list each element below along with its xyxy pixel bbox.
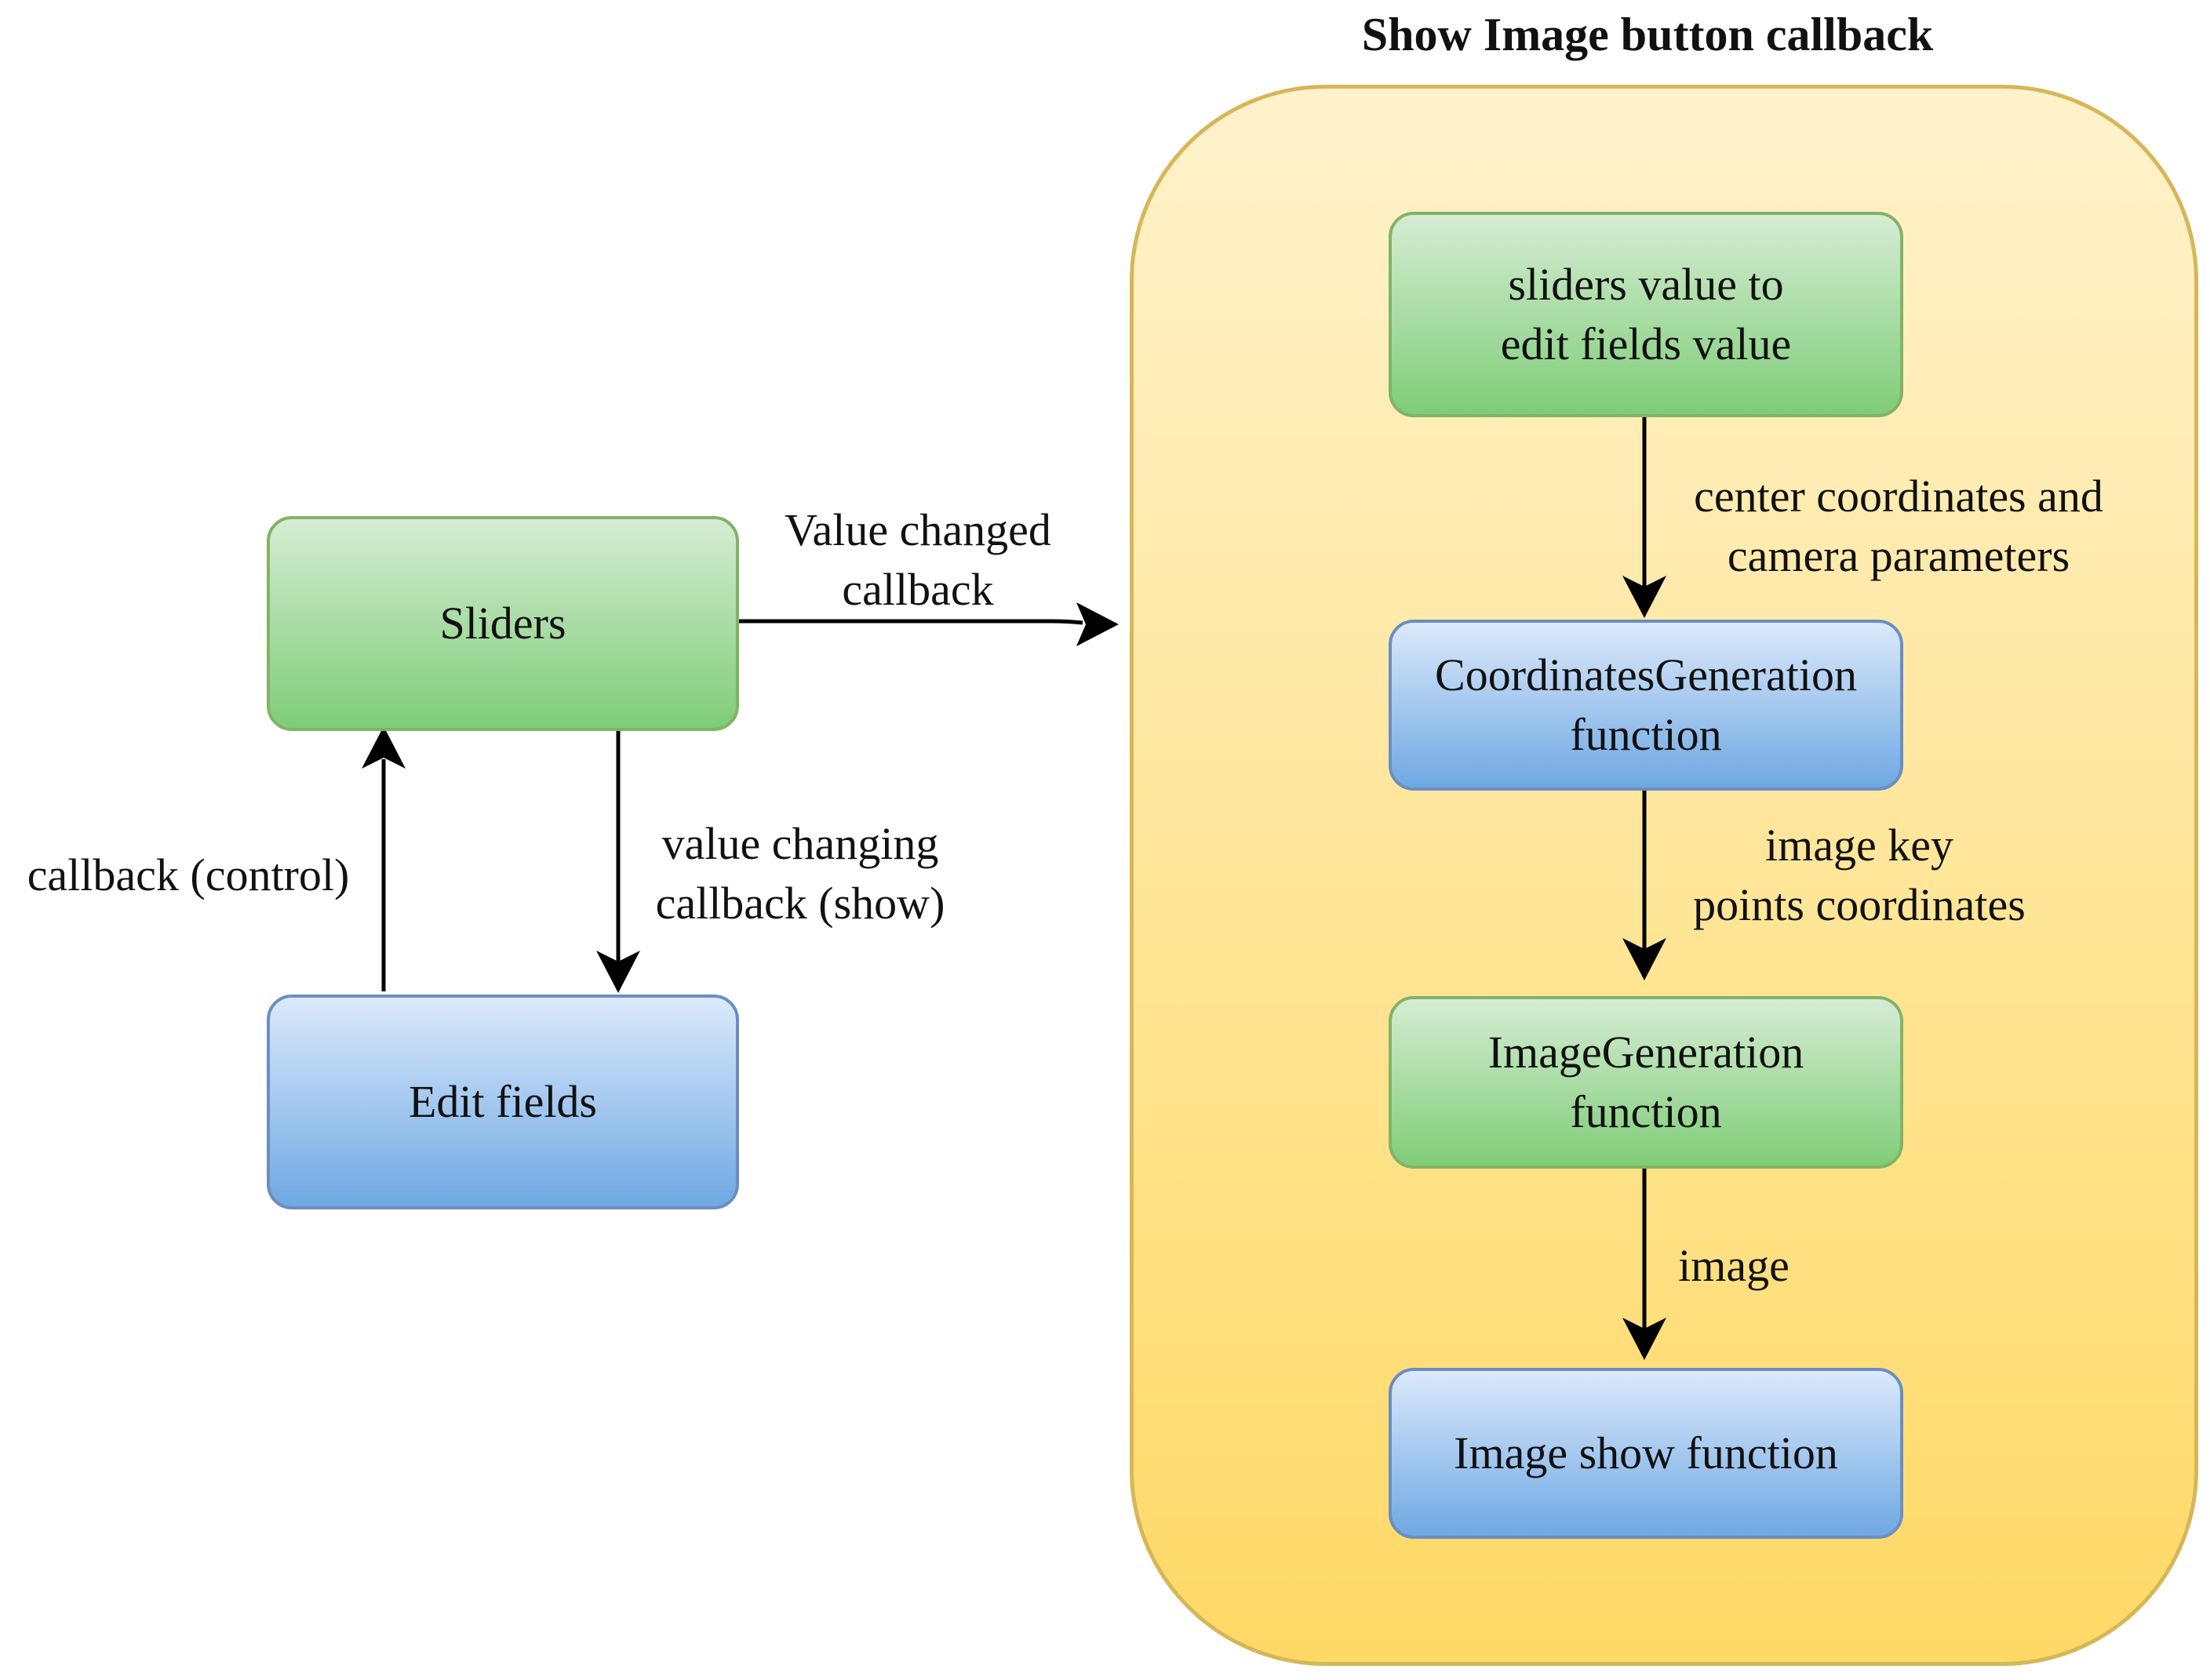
value-changed-label: Value changed callback — [785, 504, 1051, 615]
image-arrow — [1622, 1169, 1666, 1360]
callback-control-label: callback (control) — [27, 849, 350, 900]
value-changing-label: value changing callback (show) — [655, 818, 945, 929]
edit-fields-node: Edit fields — [267, 995, 739, 1209]
value-changed-arrow — [737, 602, 1119, 646]
value-changing-arrow — [596, 731, 640, 993]
container-title: Show Image button callback — [1361, 9, 1934, 60]
sliders-to-edit-node: sliders value to edit fields value — [1389, 212, 1903, 417]
coordinates-generation-node: CoordinatesGeneration function — [1389, 620, 1903, 791]
image-label: image — [1678, 1240, 1789, 1291]
sliders-node: Sliders — [267, 516, 739, 731]
image-generation-node: ImageGeneration function — [1389, 996, 1903, 1169]
image-show-node: Image show function — [1389, 1368, 1903, 1539]
key-points-label: image key points coordinates — [1693, 820, 2026, 930]
callback-control-arrow — [362, 726, 406, 991]
key-points-arrow — [1622, 791, 1666, 980]
center-coordinates-label: center coordinates and camera parameters — [1694, 471, 2103, 581]
center-coordinates-arrow — [1622, 416, 1666, 618]
